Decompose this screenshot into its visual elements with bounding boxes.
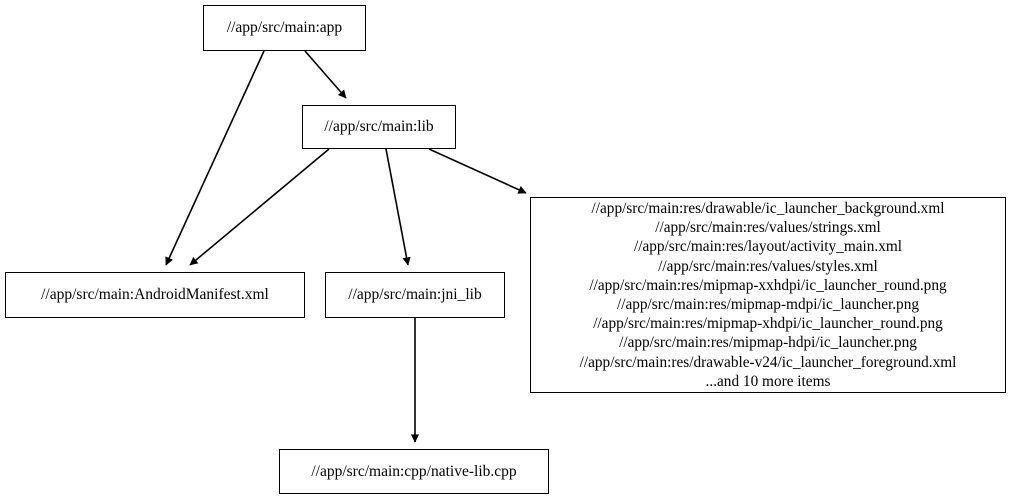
node-lib-label: //app/src/main:lib [324,118,434,136]
node-lib[interactable]: //app/src/main:lib [302,105,456,149]
node-native-lib-cpp[interactable]: //app/src/main:cpp/native-lib.cpp [279,449,549,494]
node-app[interactable]: //app/src/main:app [203,5,366,51]
node-jni-lib-label: //app/src/main:jni_lib [348,286,482,304]
edge-lib-to-resources [428,148,527,194]
node-app-label: //app/src/main:app [226,19,343,37]
node-jni-lib[interactable]: //app/src/main:jni_lib [325,272,505,318]
node-android-manifest[interactable]: //app/src/main:AndroidManifest.xml [5,272,305,318]
edge-lib-to-jni-lib [385,148,411,266]
edge-lib-to-manifest [189,148,330,266]
node-android-manifest-label: //app/src/main:AndroidManifest.xml [41,286,269,304]
edge-app-to-manifest [165,50,265,266]
node-resources-group-label: //app/src/main:res/drawable/ic_launcher_… [579,199,957,390]
edge-app-to-lib [304,50,347,99]
node-native-lib-cpp-label: //app/src/main:cpp/native-lib.cpp [311,462,517,480]
node-resources-group[interactable]: //app/src/main:res/drawable/ic_launcher_… [530,197,1006,393]
